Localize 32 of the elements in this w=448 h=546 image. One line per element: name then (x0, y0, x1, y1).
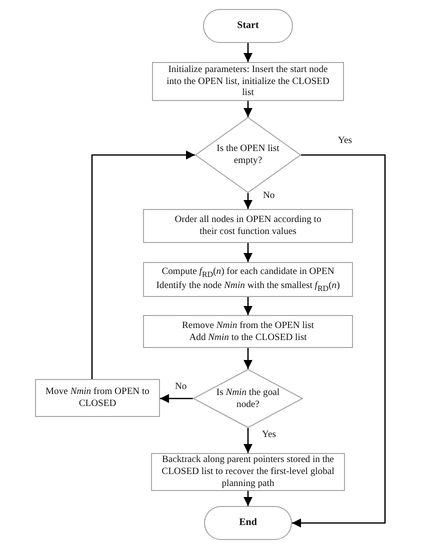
step-text: Order all nodes in OPEN according to their cost function values (174, 214, 322, 238)
process-box (35, 379, 160, 417)
terminal-shape (204, 506, 292, 540)
decision-diamond (193, 369, 303, 428)
arrow (244, 101, 252, 117)
step-text: Remove Nmin from the OPEN list (182, 320, 314, 332)
step-text: Initialize parameters: Insert the start node into the OPEN list, initialize the CLOSED list (166, 64, 330, 100)
step-text: Move Nmin from OPEN to CLOSED (44, 386, 150, 410)
process-box (152, 62, 344, 101)
step-text: Identify the node Nmin with the smallest f$_{RD}$(n) (156, 280, 340, 294)
decision-diamond (195, 117, 301, 193)
arrow (91, 150, 195, 379)
arrow (244, 243, 252, 262)
terminal-label: Start (237, 20, 259, 32)
process-box (143, 209, 353, 243)
terminal-label: End (239, 516, 257, 530)
decision-text: Is Nmin the goal node? (215, 386, 281, 410)
arrow (244, 428, 252, 453)
arrow (292, 154, 386, 528)
decision-text: Is the OPEN list empty? (216, 143, 280, 167)
arrow (244, 193, 252, 209)
terminal-shape (203, 9, 293, 43)
arrow (244, 297, 252, 315)
arrow (244, 43, 252, 62)
step-text: Add Nmin to the CLOSED list (189, 332, 307, 344)
arrow (160, 394, 193, 403)
step-text: Backtrack along parent pointers stored in the CLOSED list to recover the first-level global planning path (160, 454, 336, 490)
arrow (244, 348, 252, 369)
step-text: Compute f$_{RD}$(n) for each candidate in OPEN (162, 266, 334, 280)
process-box (143, 262, 353, 297)
process-box (143, 315, 353, 348)
arrow (244, 491, 252, 506)
